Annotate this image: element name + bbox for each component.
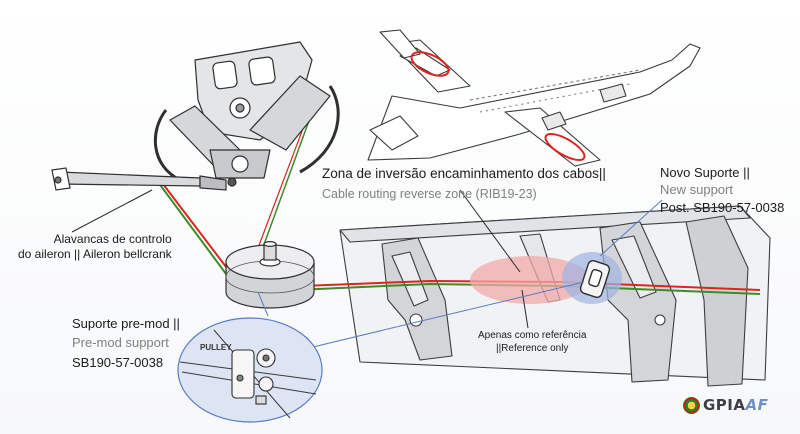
premod-support-label-en: Pre-mod support xyxy=(72,335,169,351)
reverse-zone-label: Zona de inversão encaminhamento dos cabo… xyxy=(322,166,606,203)
reverse-zone-highlight xyxy=(470,256,590,304)
new-support-label-ref: Post. SB190-57-0038 xyxy=(660,199,785,215)
gpiaaf-logo: GPIAAF xyxy=(683,396,768,414)
bellcrank-label-mixed: do aileron || Aileron bellcrank xyxy=(18,247,172,261)
new-support-label-en: New support xyxy=(660,182,733,198)
new-support-bracket xyxy=(579,260,611,298)
gpiaaf-seal-icon xyxy=(683,396,700,414)
bellcrank-label: Alavancas de controlo do aileron || Aile… xyxy=(18,232,172,262)
premod-support-inset xyxy=(177,317,323,423)
reverse-zone-label-en: Cable routing reverse zone (RIB19-23) xyxy=(322,186,537,201)
callout-lines xyxy=(71,189,663,353)
gpiaaf-wordmark: GPIAAF xyxy=(703,396,769,414)
pulley-label: PULLEY xyxy=(200,343,232,352)
premod-support-label: Suporte pre-mod || Pre-mod support SB190… xyxy=(72,313,180,371)
reference-only-label: Apenas como referência ||Reference only xyxy=(478,330,586,355)
aircraft-outline xyxy=(367,29,701,167)
bellcrank-label-pt: Alavancas de controlo xyxy=(53,232,172,246)
premod-support-label-pt: Suporte pre-mod || xyxy=(72,316,180,331)
premod-support-label-ref: SB190-57-0038 xyxy=(72,354,164,370)
reference-only-label-pt: Apenas como referência xyxy=(478,330,587,341)
aircraft-aileron-highlight xyxy=(410,51,586,161)
new-support-label: Novo Suporte || New support Post. SB190-… xyxy=(660,164,784,216)
aileron-bellcrank xyxy=(153,41,340,187)
push-rod xyxy=(51,167,227,191)
reverse-zone-label-pt: Zona de inversão encaminhamento dos cabo… xyxy=(322,166,606,181)
cable-pulley-drum xyxy=(225,241,315,309)
new-support-label-pt: Novo Suporte || xyxy=(660,165,750,180)
reference-only-label-en: ||Reference only xyxy=(495,342,569,354)
